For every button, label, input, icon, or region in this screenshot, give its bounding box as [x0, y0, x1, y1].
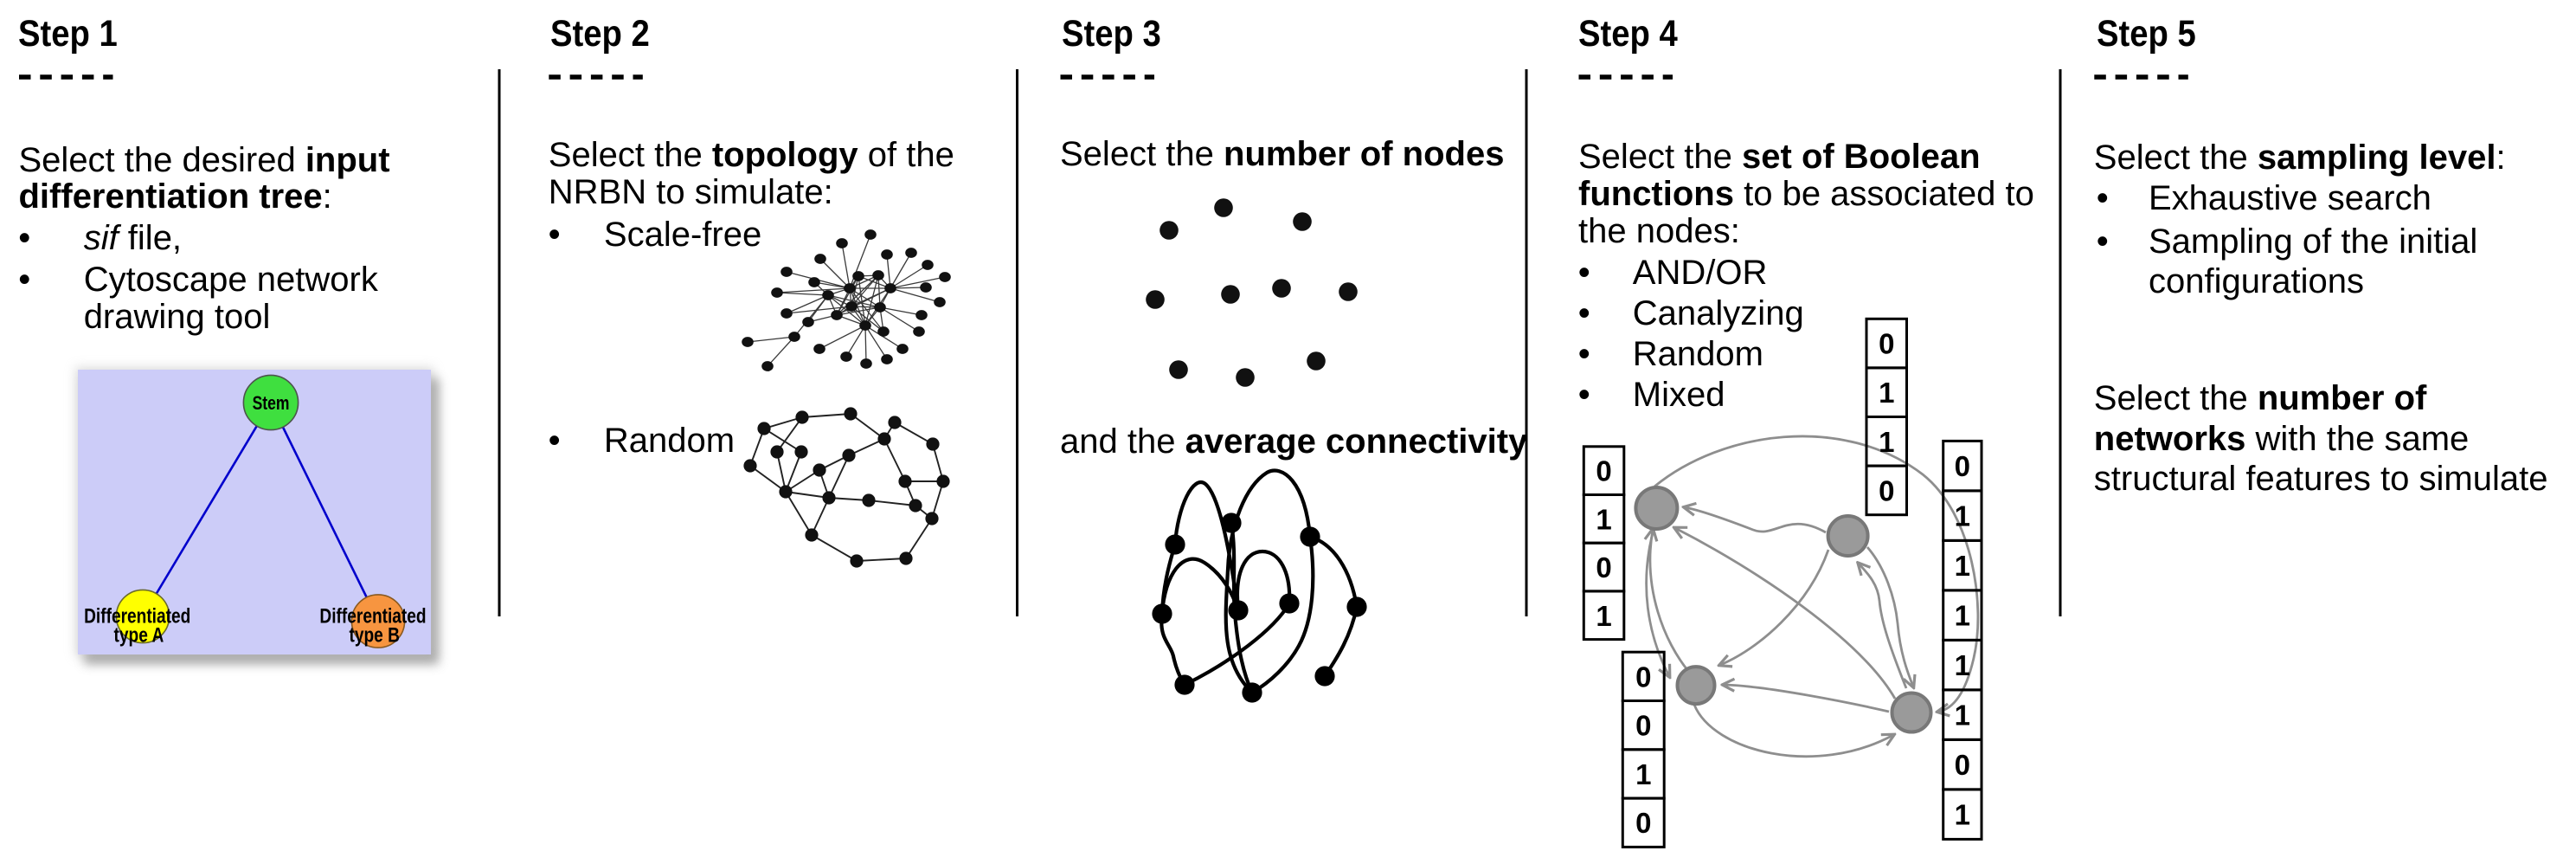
svg-text:0: 0 [1596, 455, 1611, 487]
svg-text:0: 0 [1596, 551, 1611, 583]
svg-text:0: 0 [1635, 710, 1651, 742]
svg-text:0: 0 [1879, 474, 1894, 506]
svg-text:1: 1 [1955, 799, 1970, 831]
svg-text:1: 1 [1955, 500, 1970, 532]
svg-text:1: 1 [1879, 377, 1894, 409]
svg-text:type A: type A [114, 622, 164, 647]
svg-text:1: 1 [1596, 600, 1611, 632]
svg-text:1: 1 [1955, 699, 1970, 732]
svg-text:1: 1 [1955, 600, 1970, 632]
svg-text:0: 0 [1635, 807, 1651, 839]
svg-text:0: 0 [1955, 450, 1970, 482]
svg-text:1: 1 [1955, 550, 1970, 582]
svg-text:1: 1 [1635, 758, 1651, 790]
svg-text:Stem: Stem [253, 393, 290, 415]
svg-text:0: 0 [1955, 749, 1970, 781]
svg-text:1: 1 [1955, 649, 1970, 681]
svg-text:0: 0 [1635, 661, 1651, 693]
svg-text:0: 0 [1879, 328, 1894, 360]
svg-text:1: 1 [1596, 503, 1611, 535]
svg-text:1: 1 [1879, 426, 1894, 458]
svg-text:type B: type B [350, 622, 400, 647]
svg-text:Differentiated: Differentiated [319, 603, 426, 628]
svg-text:Differentiated: Differentiated [84, 603, 190, 628]
